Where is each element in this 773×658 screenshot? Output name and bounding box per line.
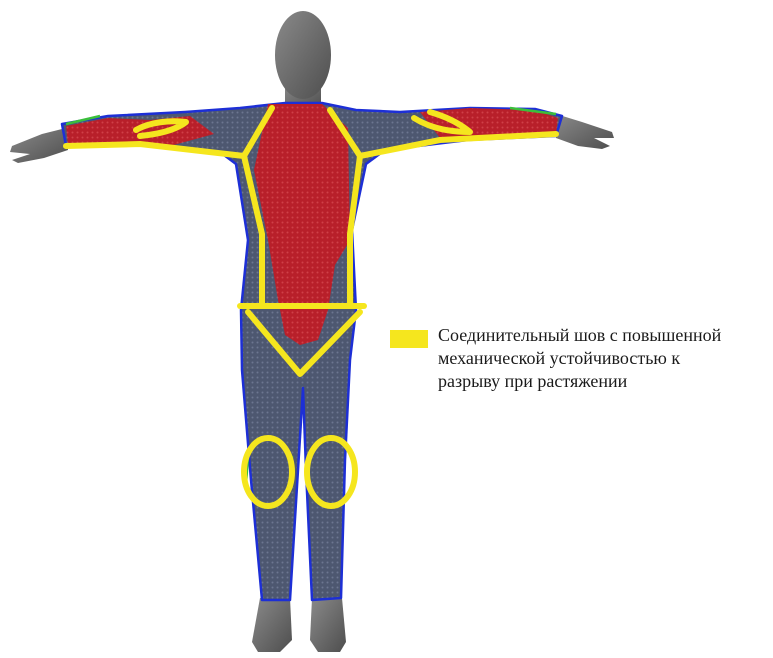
legend: Соединительный шов с повышенной механиче… (390, 324, 770, 393)
seam-legend-swatch (390, 330, 428, 348)
mannequin-head (275, 11, 331, 110)
left-hand (10, 128, 68, 163)
right-hand (556, 114, 614, 149)
right-foot (310, 598, 346, 652)
seam-legend-label: Соединительный шов с повышенной механиче… (438, 324, 721, 393)
left-foot (252, 598, 292, 652)
